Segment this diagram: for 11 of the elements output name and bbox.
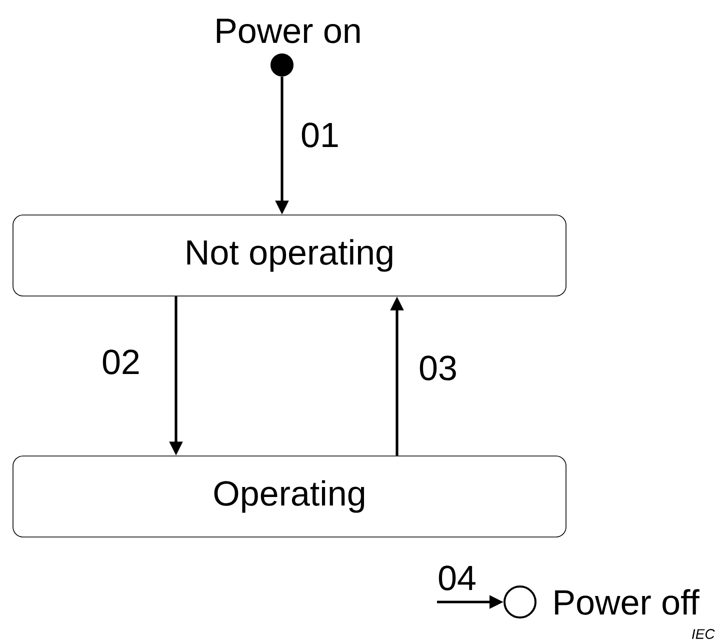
source-mark: IEC (692, 629, 715, 639)
state-label: Power off (555, 589, 700, 615)
state-box: Operating (12, 456, 566, 538)
state-box: Not operating (12, 214, 566, 296)
edge-label: 03 (420, 356, 456, 380)
edge-label: 01 (302, 122, 338, 148)
state-label: Power on (216, 18, 360, 44)
final-state (504, 586, 536, 618)
edge-label: 04 (438, 566, 476, 590)
edge-label: 02 (102, 350, 139, 374)
initial-state (270, 54, 294, 76)
